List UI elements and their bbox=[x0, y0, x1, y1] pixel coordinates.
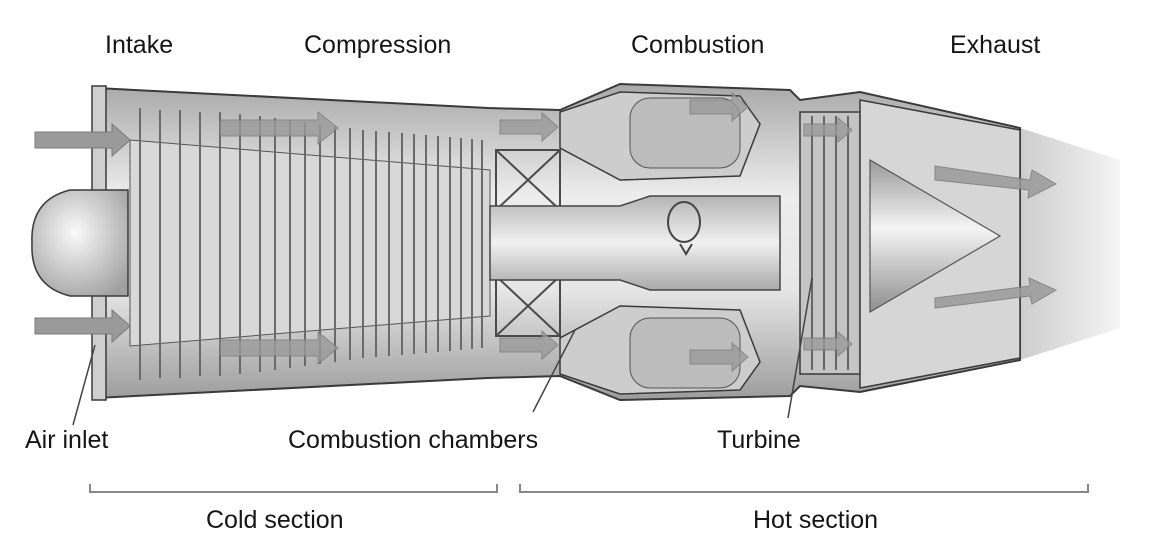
section-label-cold: Cold section bbox=[206, 506, 344, 534]
turbine-blades bbox=[811, 116, 849, 370]
diffuser-struts bbox=[495, 149, 561, 337]
callout-air-inlet: Air inlet bbox=[25, 426, 109, 454]
exhaust-plume bbox=[1020, 128, 1120, 360]
callout-combustion-chambers: Combustion chambers bbox=[288, 426, 539, 454]
spinner-nose-cone bbox=[31, 189, 129, 297]
callout-turbine: Turbine bbox=[717, 426, 801, 454]
exhaust-tail-cone bbox=[869, 158, 1002, 314]
section-brackets bbox=[89, 484, 1089, 493]
compressor-drum bbox=[129, 139, 491, 347]
compressor-blades bbox=[139, 108, 483, 380]
main-shaft bbox=[489, 195, 781, 291]
stage-label-intake: Intake bbox=[105, 31, 174, 59]
stage-label-combustion: Combustion bbox=[631, 31, 765, 59]
turbine-stage bbox=[799, 111, 861, 375]
leader-lines bbox=[72, 277, 813, 426]
shaft-rotation-arrow bbox=[667, 201, 701, 256]
section-label-hot: Hot section bbox=[753, 506, 879, 534]
stage-label-compression: Compression bbox=[304, 31, 452, 59]
airflow-arrows bbox=[34, 91, 1058, 373]
stage-label-exhaust: Exhaust bbox=[950, 31, 1041, 59]
flame-tube-top bbox=[629, 97, 741, 169]
